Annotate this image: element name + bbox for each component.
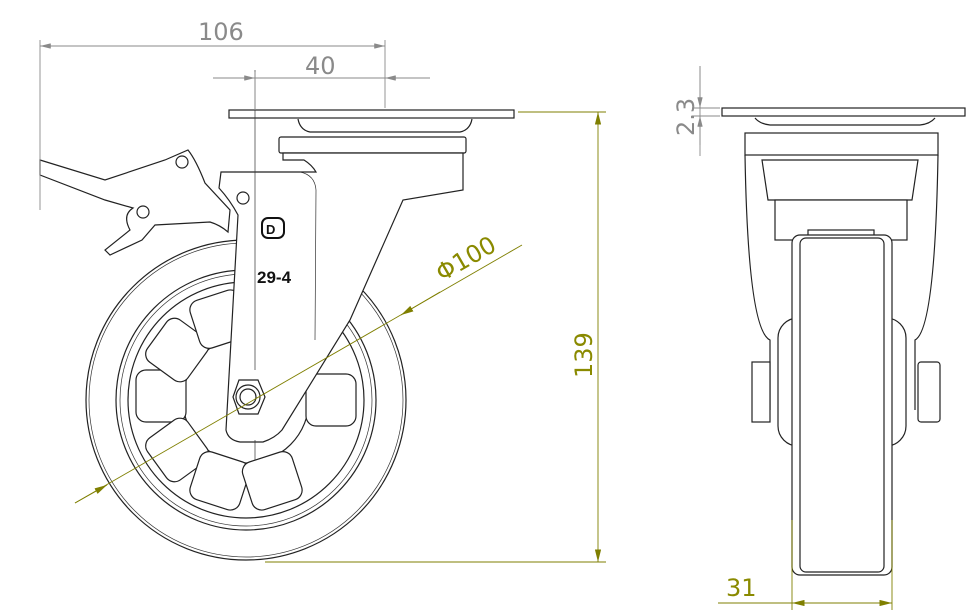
- wheel: [85, 239, 407, 561]
- brand-logo: D: [261, 217, 285, 239]
- dimension-plate-thickness: 2.3: [672, 66, 720, 156]
- dimension-wheel-width: 31: [718, 520, 893, 610]
- top-plate: [228, 109, 515, 154]
- part-marking: 29-4: [257, 268, 292, 287]
- dimension-overall-height: 139: [265, 111, 606, 563]
- dimension-overall-length: 106: [39, 18, 386, 210]
- svg-text:106: 106: [198, 18, 244, 46]
- svg-text:Φ100: Φ100: [431, 231, 501, 288]
- svg-text:139: 139: [570, 332, 598, 378]
- svg-text:2.3: 2.3: [672, 98, 700, 136]
- dimension-swivel-offset: 40: [213, 52, 430, 110]
- svg-text:D: D: [266, 222, 275, 237]
- brake-pedal: [39, 149, 231, 256]
- svg-text:31: 31: [726, 574, 757, 602]
- front-view: [721, 107, 966, 576]
- side-view: D 29-4: [39, 70, 515, 561]
- svg-text:40: 40: [305, 52, 336, 80]
- wheel-spokes: [135, 289, 357, 511]
- axle-nut: [232, 379, 266, 415]
